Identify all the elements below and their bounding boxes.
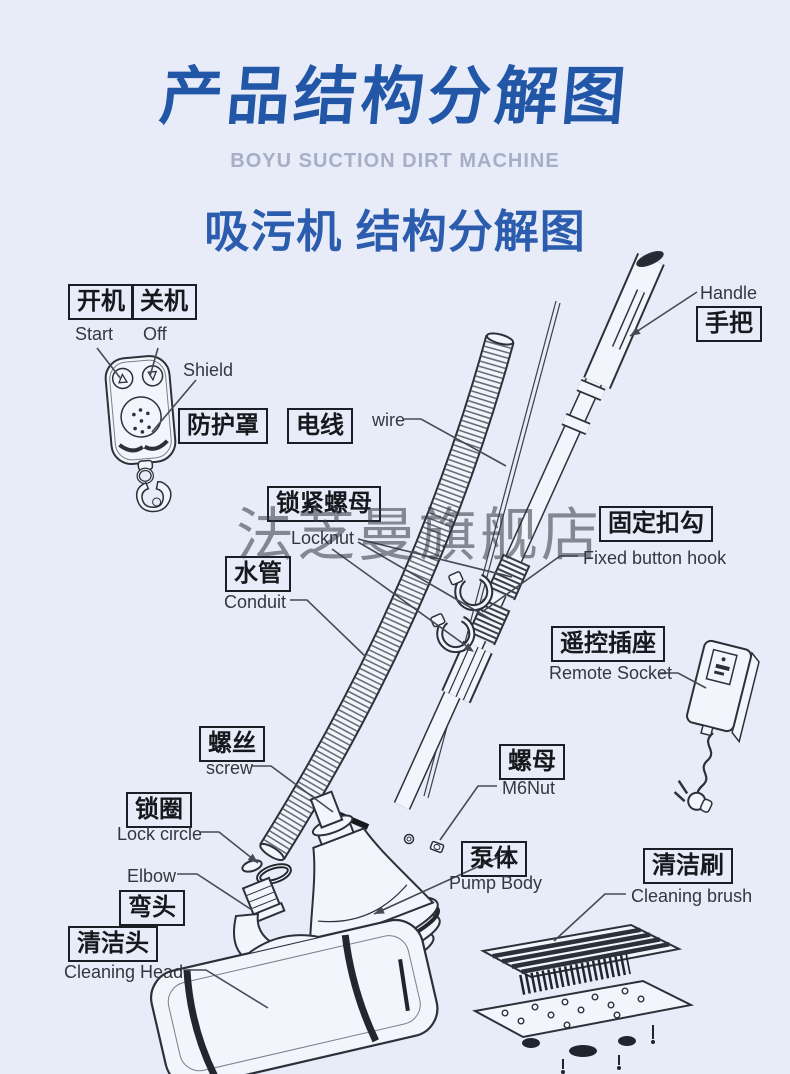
label-cleaning-head-en: Cleaning Head [64,962,184,982]
leader-arrowheads [247,327,641,914]
label-start-en: Start [75,324,114,344]
label-off-en: Off [143,324,167,344]
label-conduit-en: Conduit [224,592,287,612]
grip-sleeve-drawing [441,640,493,704]
label-shield-zh: 防护罩 [178,408,268,444]
store-watermark: 法芝曼旗舰店 [236,503,603,568]
label-cleaning-brush-zh: 清洁刷 [643,848,733,884]
label-pump-body-zh: 泵体 [461,841,527,877]
label-m6-nut-en: M6Nut [502,778,556,798]
nut-drawing [403,833,445,854]
label-cleaning-brush-en: Cleaning brush [631,886,753,906]
label-screw-en: screw [206,758,254,778]
label-elbow-en: Elbow [127,866,177,886]
remote-control-drawing [104,355,177,513]
hook-clip-drawing [430,571,494,654]
label-pump-body-en: Pump Body [449,873,543,893]
cleaning-head-drawing [150,918,439,1074]
label-wire-zh: 电线 [287,408,353,444]
remote-socket-drawing [673,639,760,813]
leader-lines [96,291,707,1009]
label-m6-nut-zh: 螺母 [499,744,565,780]
label-conduit-zh: 水管 [225,556,291,592]
label-handle-en: Handle [700,283,758,303]
label-fixed-hook-en: Fixed button hook [583,548,727,568]
label-locknut-zh: 锁紧螺母 [267,486,381,522]
label-elbow-zh: 弯头 [119,890,185,926]
label-remote-socket-en: Remote Socket [549,663,673,683]
lock-ring-drawing [241,859,292,885]
label-cleaning-head-zh: 清洁头 [68,926,158,962]
label-lock-circle-en: Lock circle [117,824,203,844]
label-handle-zh: 手把 [696,306,762,342]
label-off-zh: 关机 [131,284,197,320]
label-fixed-hook-zh: 固定扣勾 [599,506,713,542]
page-title: 产品结构分解图 [156,62,633,132]
label-locknut-en: Locknut [291,528,355,548]
label-shield-en: Shield [183,360,234,380]
handle-drawing [561,250,665,435]
section-title: 吸污机 结构分解图 [204,206,586,257]
label-wire-en: wire [372,410,406,430]
hose-drawing [259,332,515,862]
page-subtitle: BOYU SUCTION DIRT MACHINE [230,150,560,172]
label-screw-zh: 螺丝 [199,726,265,762]
label-lock-circle-zh: 锁圈 [126,792,192,828]
label-remote-socket-zh: 遥控插座 [551,626,665,662]
label-start-zh: 开机 [68,284,134,320]
cleaning-brush-drawing [472,923,695,1074]
